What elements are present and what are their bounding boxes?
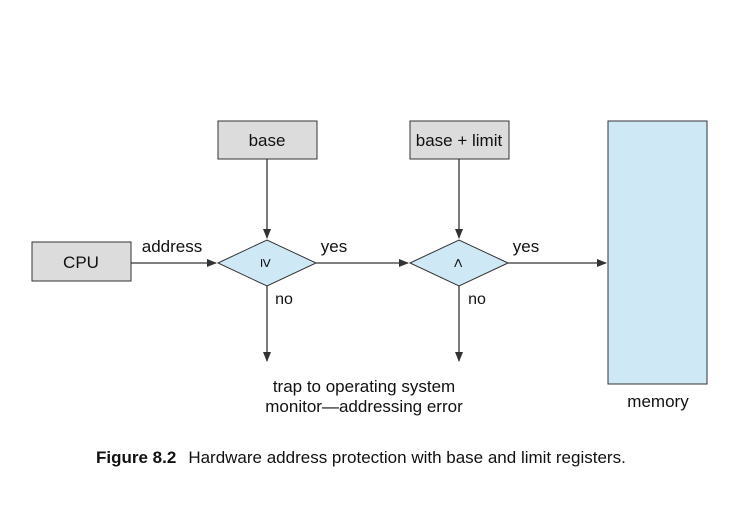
cpu-label: CPU bbox=[63, 253, 99, 272]
no-edge-label-2: no bbox=[468, 291, 486, 308]
trap-label-line2: monitor—addressing error bbox=[265, 397, 463, 416]
memory-box bbox=[607, 120, 708, 385]
base-limit-register-box bbox=[409, 120, 510, 160]
base-register-box bbox=[217, 120, 318, 160]
yes-edge-label-1: yes bbox=[321, 237, 347, 256]
cpu-box bbox=[31, 241, 132, 282]
compare-lt-symbol: < bbox=[449, 258, 466, 267]
base-register-label: base bbox=[249, 131, 286, 150]
address-edge-label: address bbox=[142, 237, 202, 256]
no-edge-label-1: no bbox=[275, 291, 293, 308]
compare-ge-symbol: ≥ bbox=[257, 259, 274, 268]
yes-edge-label-2: yes bbox=[513, 237, 539, 256]
base-limit-register-label: base + limit bbox=[416, 131, 503, 150]
memory-label: memory bbox=[627, 392, 689, 411]
figure-number: Figure 8.2 bbox=[96, 448, 177, 467]
figure-caption: Figure 8.2 Hardware address protection wi… bbox=[96, 448, 626, 468]
trap-label-line1: trap to operating system bbox=[273, 377, 455, 396]
figure-caption-text: Hardware address protection with base an… bbox=[188, 448, 626, 467]
